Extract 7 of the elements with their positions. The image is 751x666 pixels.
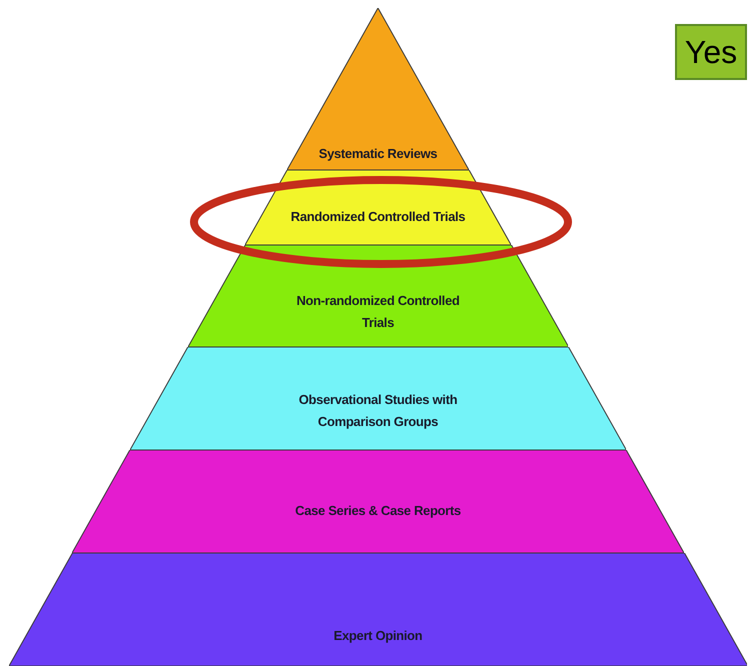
tier-label: Non-randomized Controlled Trials [295, 292, 460, 332]
tier-label: Systematic Reviews [318, 145, 438, 163]
tier-label: Randomized Controlled Trials [290, 208, 466, 226]
tier-label: Observational Studies with Comparison Groups [298, 391, 458, 431]
answer-box: Yes [675, 24, 747, 80]
tier-label: Case Series & Case Reports [294, 502, 462, 520]
tier-label: Expert Opinion [332, 627, 424, 645]
